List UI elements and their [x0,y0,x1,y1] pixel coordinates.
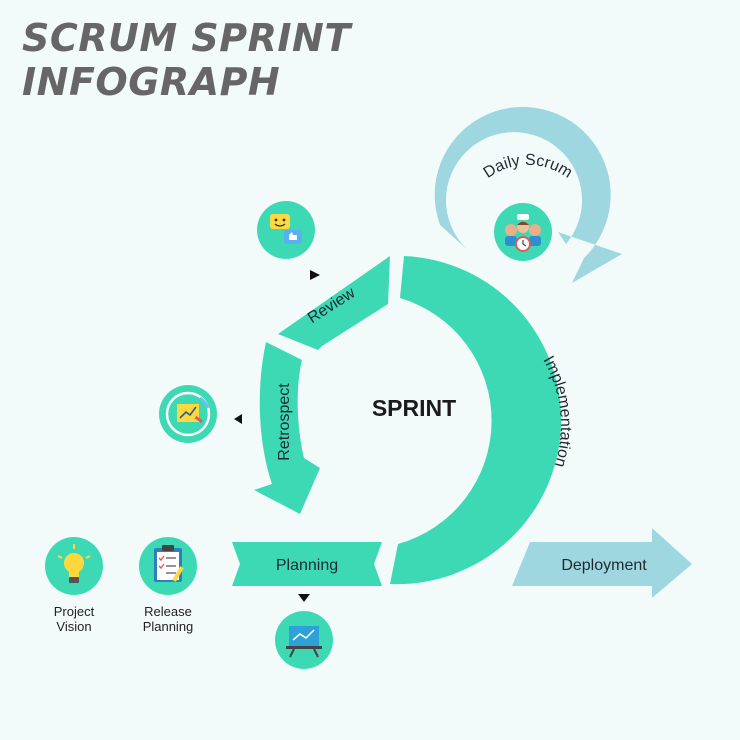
release-planning-line-1: Release [144,604,192,619]
lightbulb-icon [45,537,103,595]
deployment-label: Deployment [561,557,647,574]
daily-scrum-label: Daily Scrum [481,152,576,182]
title-line-2: INFOGRAPH [22,60,281,104]
sprint-center-label: SPRINT [372,395,456,421]
retrospect-pointer-icon [234,414,242,424]
planning-board-icon [275,611,333,669]
clipboard-checklist-icon [139,537,197,595]
project-vision-line-1: Project [53,604,95,619]
planning-label: Planning [276,557,338,574]
retrospect-arrow: Retrospect [254,342,320,514]
project-vision-line-2: Vision [56,619,92,634]
team-meeting-clock-icon [494,203,552,261]
svg-text:Daily Scrum: Daily Scrum [481,152,576,182]
deployment-arrow: Deployment [512,528,692,598]
project-vision-caption: Project Vision [24,604,124,634]
retrospect-chart-icon [159,385,217,443]
planning-pointer-icon [298,594,310,602]
retrospect-label: Retrospect [276,383,293,461]
svg-text:Retrospect: Retrospect [276,383,293,461]
page-title: SCRUM SPRINT INFOGRAPH [22,16,422,104]
feedback-chat-icon [257,201,315,259]
review-pointer-icon [310,270,320,280]
release-planning-caption: Release Planning [118,604,218,634]
planning-banner: Planning [232,542,382,586]
release-planning-line-2: Planning [142,619,194,634]
title-line-1: SCRUM SPRINT [22,16,351,60]
review-segment: Review [278,256,390,350]
